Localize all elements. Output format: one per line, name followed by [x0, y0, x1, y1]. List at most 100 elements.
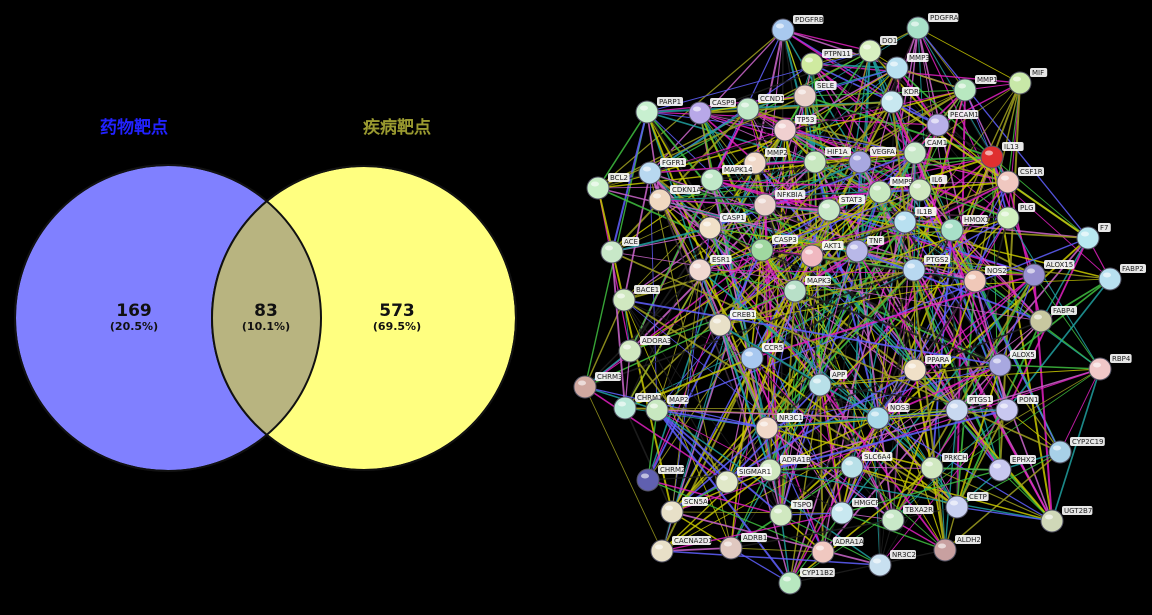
- network-node-circle[interactable]: [940, 218, 964, 242]
- network-node-circle[interactable]: [1076, 226, 1100, 250]
- network-node-circle[interactable]: [880, 90, 904, 114]
- network-node-circle[interactable]: [650, 539, 674, 563]
- network-node-alox5[interactable]: ALOX5: [988, 350, 1036, 377]
- network-node-circle[interactable]: [753, 193, 777, 217]
- network-node-circle[interactable]: [708, 313, 732, 337]
- network-node-circle[interactable]: [1098, 267, 1122, 291]
- network-node-slc6a4[interactable]: SLC6A4: [840, 452, 893, 479]
- network-node-ephx2[interactable]: EPHX2: [988, 455, 1036, 482]
- network-node-sigmar1[interactable]: SIGMAR1: [715, 467, 772, 494]
- network-node-circle[interactable]: [645, 398, 669, 422]
- network-node-circle[interactable]: [926, 113, 950, 137]
- network-node-stat3[interactable]: STAT3: [817, 195, 865, 222]
- network-node-circle[interactable]: [800, 244, 824, 268]
- network-node-chrm2[interactable]: CHRM2: [636, 465, 686, 492]
- network-node-circle[interactable]: [688, 101, 712, 125]
- network-node-pecam1[interactable]: PECAM1: [926, 110, 979, 137]
- network-node-casp1[interactable]: CASP1: [698, 213, 746, 240]
- network-node-circle[interactable]: [995, 398, 1019, 422]
- network-node-circle[interactable]: [638, 161, 662, 185]
- network-node-cyp2c19[interactable]: CYP2C19: [1048, 437, 1105, 464]
- network-node-ccnd1[interactable]: CCND1: [736, 94, 785, 121]
- network-node-circle[interactable]: [573, 375, 597, 399]
- network-node-ptpn11[interactable]: PTPN11: [800, 49, 853, 76]
- network-node-rbp4[interactable]: RBP4: [1088, 354, 1132, 381]
- network-node-prkch[interactable]: PRKCH: [920, 453, 968, 480]
- network-node-fabp2[interactable]: FABP2: [1098, 264, 1146, 291]
- network-node-casp3[interactable]: CASP3: [750, 235, 798, 262]
- network-node-cacna2d1[interactable]: CACNA2D1: [650, 536, 713, 563]
- network-node-adrb1[interactable]: ADRB1: [719, 533, 767, 560]
- network-node-adra1a[interactable]: ADRA1A: [811, 537, 864, 564]
- network-node-circle[interactable]: [636, 468, 660, 492]
- network-node-csf1r[interactable]: CSF1R: [996, 167, 1044, 194]
- network-node-circle[interactable]: [1008, 71, 1032, 95]
- network-node-pon1[interactable]: PON1: [995, 395, 1039, 422]
- network-node-fabp4[interactable]: FABP4: [1029, 306, 1077, 333]
- network-node-cdkn1a[interactable]: CDKN1A: [648, 185, 702, 212]
- network-node-circle[interactable]: [778, 571, 802, 595]
- network-node-circle[interactable]: [811, 540, 835, 564]
- network-node-circle[interactable]: [845, 239, 869, 263]
- network-node-circle[interactable]: [719, 536, 743, 560]
- network-node-esr1[interactable]: ESR1: [688, 255, 732, 282]
- network-node-circle[interactable]: [1040, 509, 1064, 533]
- network-node-chrm3[interactable]: CHRM3: [573, 372, 623, 399]
- network-node-hmox1[interactable]: HMOX1: [940, 215, 990, 242]
- network-node-ugt2b7[interactable]: UGT2B7: [1040, 506, 1093, 533]
- network-node-circle[interactable]: [698, 216, 722, 240]
- network-node-hmgcr[interactable]: HMGCR: [830, 498, 881, 525]
- network-node-circle[interactable]: [1022, 263, 1046, 287]
- network-node-circle[interactable]: [945, 495, 969, 519]
- network-node-tp53[interactable]: TP53: [773, 115, 817, 142]
- network-node-mmp1[interactable]: MMP1: [953, 75, 998, 102]
- network-node-tnf[interactable]: TNF: [845, 236, 885, 263]
- network-node-cam1[interactable]: CAM1: [903, 138, 947, 165]
- network-node-mmp3[interactable]: MMP3: [885, 53, 930, 80]
- network-node-circle[interactable]: [902, 258, 926, 282]
- network-node-circle[interactable]: [773, 118, 797, 142]
- network-node-circle[interactable]: [920, 456, 944, 480]
- network-node-circle[interactable]: [769, 503, 793, 527]
- network-node-circle[interactable]: [618, 339, 642, 363]
- network-node-circle[interactable]: [988, 458, 1012, 482]
- network-node-circle[interactable]: [908, 178, 932, 202]
- network-node-ppara[interactable]: PPARA: [903, 355, 951, 382]
- network-node-il1b[interactable]: IL1B: [893, 207, 937, 234]
- network-node-nr3c1[interactable]: NR3C1: [755, 413, 803, 440]
- network-node-circle[interactable]: [980, 145, 1004, 169]
- network-node-circle[interactable]: [783, 279, 807, 303]
- network-node-circle[interactable]: [996, 206, 1020, 230]
- network-node-circle[interactable]: [700, 168, 724, 192]
- network-node-circle[interactable]: [808, 373, 832, 397]
- network-node-circle[interactable]: [750, 238, 774, 262]
- network-node-map2[interactable]: MAP2: [645, 395, 689, 422]
- network-node-circle[interactable]: [1048, 440, 1072, 464]
- network-node-circle[interactable]: [830, 501, 854, 525]
- network-node-circle[interactable]: [586, 176, 610, 200]
- network-node-scn5a[interactable]: SCN5A: [660, 497, 708, 524]
- network-node-circle[interactable]: [903, 141, 927, 165]
- network-node-mapk3[interactable]: MAPK3: [783, 276, 831, 303]
- network-node-mapk14[interactable]: MAPK14: [700, 165, 753, 192]
- network-node-circle[interactable]: [866, 406, 890, 430]
- network-node-creb1[interactable]: CREB1: [708, 310, 756, 337]
- network-node-circle[interactable]: [755, 416, 779, 440]
- network-node-circle[interactable]: [945, 398, 969, 422]
- network-node-il6[interactable]: IL6: [908, 175, 948, 202]
- network-node-circle[interactable]: [715, 470, 739, 494]
- network-node-mmp2[interactable]: MMP2: [743, 148, 788, 175]
- network-node-circle[interactable]: [660, 500, 684, 524]
- network-node-circle[interactable]: [996, 170, 1020, 194]
- network-node-circle[interactable]: [840, 455, 864, 479]
- network-node-circle[interactable]: [885, 56, 909, 80]
- network-node-nr3c2[interactable]: NR3C2: [868, 550, 916, 577]
- network-node-circle[interactable]: [635, 100, 659, 124]
- network-node-bcl2[interactable]: BCL2: [586, 173, 630, 200]
- network-node-nfkbia[interactable]: NFKBIA: [753, 190, 806, 217]
- network-node-il13[interactable]: IL13: [980, 142, 1024, 169]
- network-node-ptgs2[interactable]: PTGS2: [902, 255, 950, 282]
- network-node-circle[interactable]: [740, 346, 764, 370]
- network-node-circle[interactable]: [858, 39, 882, 63]
- network-node-fgfr1[interactable]: FGFR1: [638, 158, 686, 185]
